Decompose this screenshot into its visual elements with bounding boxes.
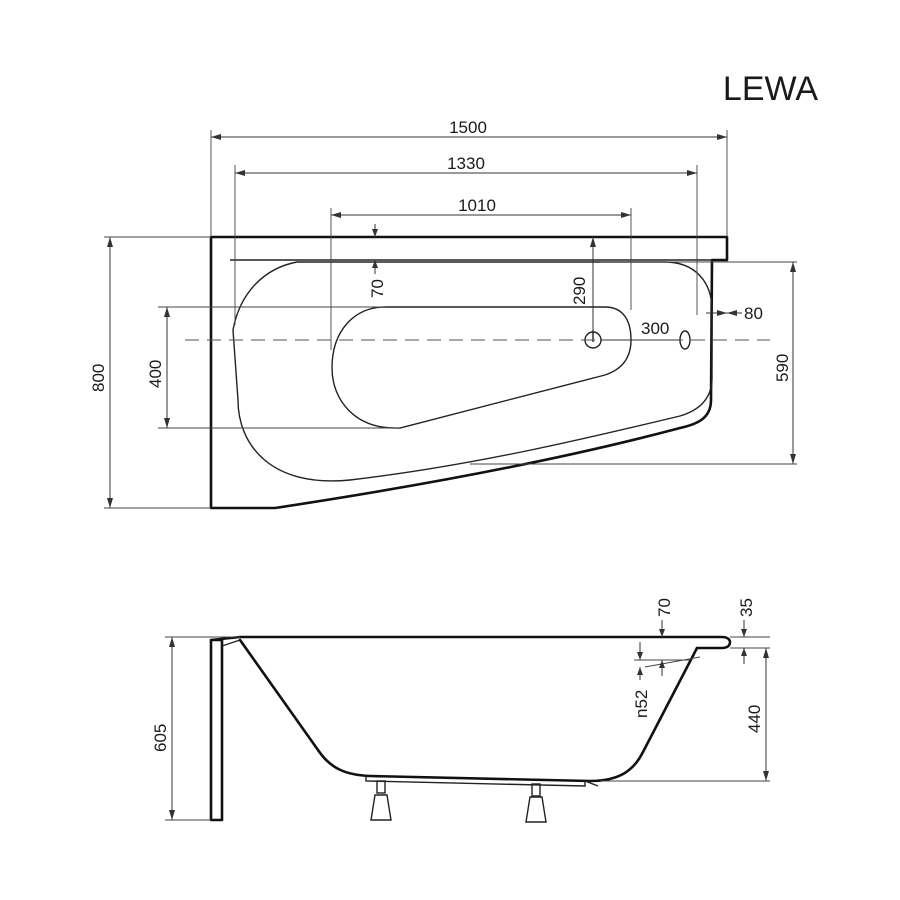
dim-overall-width: 800 xyxy=(89,364,108,392)
arrow xyxy=(331,212,341,218)
arrow xyxy=(741,629,747,637)
front-panel xyxy=(209,638,224,822)
foot-right xyxy=(525,783,547,823)
drawing-title: LEWA xyxy=(723,70,818,108)
arrow xyxy=(372,229,378,237)
dim-drain-to-overflow: 300 xyxy=(641,319,669,338)
dim-inner-depth: 440 xyxy=(745,705,764,733)
arrow xyxy=(637,652,643,660)
rim-left-lip xyxy=(221,639,241,647)
dim-rim-thickness: 35 xyxy=(737,598,756,617)
arrow xyxy=(717,134,727,140)
inner-basin-outline xyxy=(232,261,713,482)
arrow xyxy=(211,134,221,140)
arrow xyxy=(164,418,170,428)
arrow xyxy=(741,648,747,656)
arrow xyxy=(659,629,665,637)
arrow xyxy=(164,307,170,317)
rim-outline xyxy=(209,635,732,650)
arrow xyxy=(727,310,737,316)
arrow xyxy=(107,498,113,508)
arrow xyxy=(763,771,769,781)
arrow xyxy=(169,637,175,647)
arrow xyxy=(169,810,175,820)
arrow xyxy=(107,237,113,247)
bottom-support xyxy=(365,776,599,787)
foot-left xyxy=(370,780,392,821)
arrow xyxy=(372,260,378,268)
arrow xyxy=(763,648,769,658)
arrow xyxy=(621,212,631,218)
dim-bottom-width: 400 xyxy=(146,360,165,388)
dim-overall-length: 1500 xyxy=(449,118,487,137)
arrow xyxy=(637,667,643,675)
tub-body-outline xyxy=(238,638,699,783)
dim-rim-offset: 70 xyxy=(368,279,387,298)
dim-rim-depth: 70 xyxy=(655,598,674,617)
arrow xyxy=(687,170,697,176)
arrow xyxy=(790,262,796,272)
dim-bottom-length: 1010 xyxy=(458,196,496,215)
ext-line xyxy=(644,656,701,668)
dim-overall-height: 605 xyxy=(151,724,170,752)
side-view: 605 70 35 n52 440 xyxy=(151,598,770,823)
dim-overflow-offset: 80 xyxy=(744,304,763,323)
top-view: 1500 1330 1010 70 290 300 80 8 xyxy=(89,118,797,510)
dim-overflow-diameter: n52 xyxy=(632,690,651,718)
dim-drain-depth: 290 xyxy=(570,277,589,305)
arrow xyxy=(790,454,796,464)
tub-outer-outline xyxy=(209,235,729,510)
basin-floor-outline xyxy=(331,306,632,429)
dim-inner-width: 590 xyxy=(773,354,792,382)
arrow xyxy=(717,310,727,316)
arrow xyxy=(235,170,245,176)
dim-inner-length: 1330 xyxy=(447,154,485,173)
arrow xyxy=(659,660,665,668)
arrow xyxy=(590,237,596,247)
